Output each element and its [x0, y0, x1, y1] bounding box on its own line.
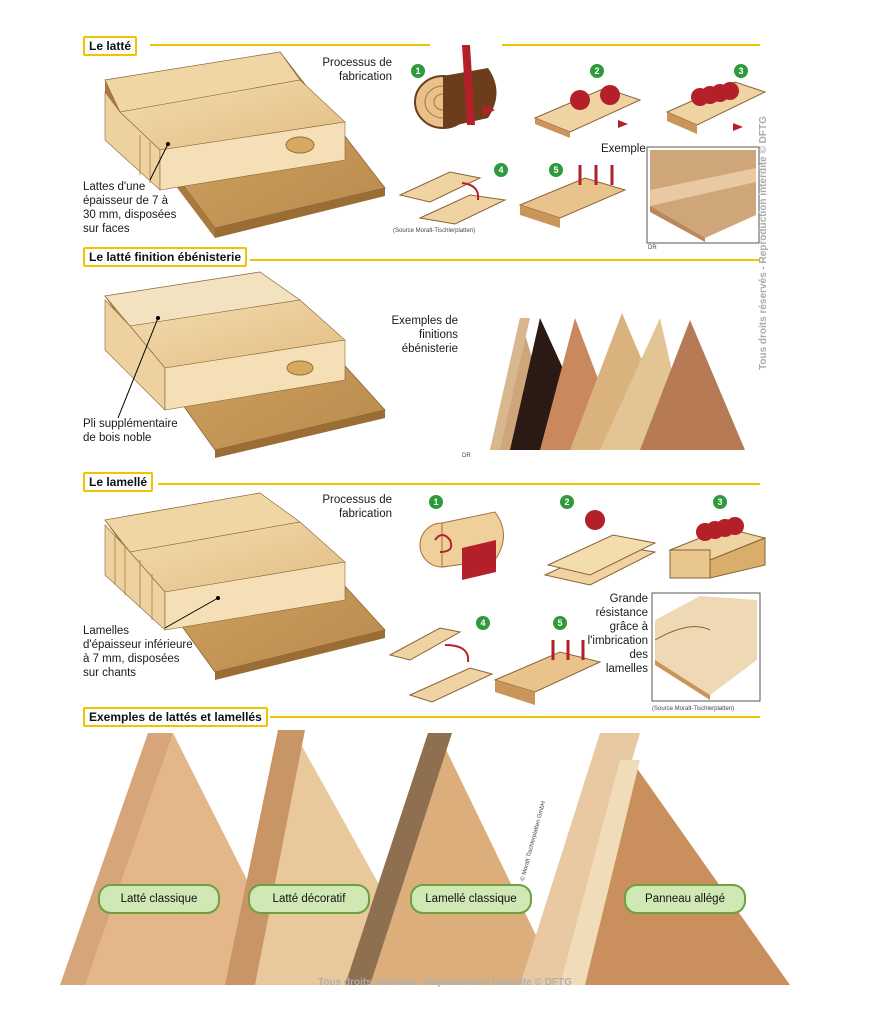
step-badge: 4	[494, 163, 508, 177]
section-title-ebenisterie: Le latté finition ébénisterie	[83, 247, 248, 267]
latte-board-illustration	[104, 51, 386, 238]
latte-example-photo	[646, 146, 760, 244]
section-rule	[158, 483, 760, 485]
latte-process-illustration	[398, 45, 767, 228]
step-badge: 5	[553, 616, 567, 630]
ebenisterie-samples	[490, 313, 745, 450]
section-title-lamelle: Le lamellé	[83, 472, 154, 492]
section-rule	[150, 44, 430, 46]
ebenisterie-board-illustration	[104, 271, 386, 458]
example-label-latte-classique: Latté classique	[98, 884, 220, 914]
lamelle-process-illustration	[388, 510, 767, 705]
latte-source: (Source Moralt-Tischlerplatten)	[393, 228, 476, 234]
section-rule	[270, 716, 760, 718]
latte-example-label: Exemple	[601, 143, 646, 155]
section-title-examples: Exemples de lattés et lamellés	[83, 707, 268, 727]
step-badge: 5	[549, 163, 563, 177]
lamelle-board-illustration	[104, 492, 386, 680]
step-badge: 2	[590, 64, 604, 78]
step-badge: 4	[476, 616, 490, 630]
section-rule	[250, 259, 760, 261]
step-badge: 3	[734, 64, 748, 78]
step-badge: 1	[429, 495, 443, 509]
example-label-latte-decoratif: Latté décoratif	[248, 884, 370, 914]
section-rule	[502, 44, 760, 46]
ebenisterie-credit: DR	[462, 453, 471, 459]
examples-photos	[60, 730, 790, 985]
step-badge: 2	[560, 495, 574, 509]
latte-credit: DR	[648, 245, 657, 251]
step-badge: 3	[713, 495, 727, 509]
section-title-latte: Le latté	[83, 36, 138, 56]
footer-copyright: Tous droits réservés - Reproduction inte…	[318, 977, 572, 988]
lamelle-resistance-photo	[651, 592, 761, 702]
step-badge: 1	[411, 64, 425, 78]
vertical-watermark: Tous droits réservés - Reproduction inte…	[758, 116, 769, 370]
lamelle-source: (Source Moralt-Tischlerplatten)	[652, 706, 735, 712]
example-label-panneau-allege: Panneau allégé	[624, 884, 746, 914]
example-label-lamelle-classique: Lamellé classique	[410, 884, 532, 914]
